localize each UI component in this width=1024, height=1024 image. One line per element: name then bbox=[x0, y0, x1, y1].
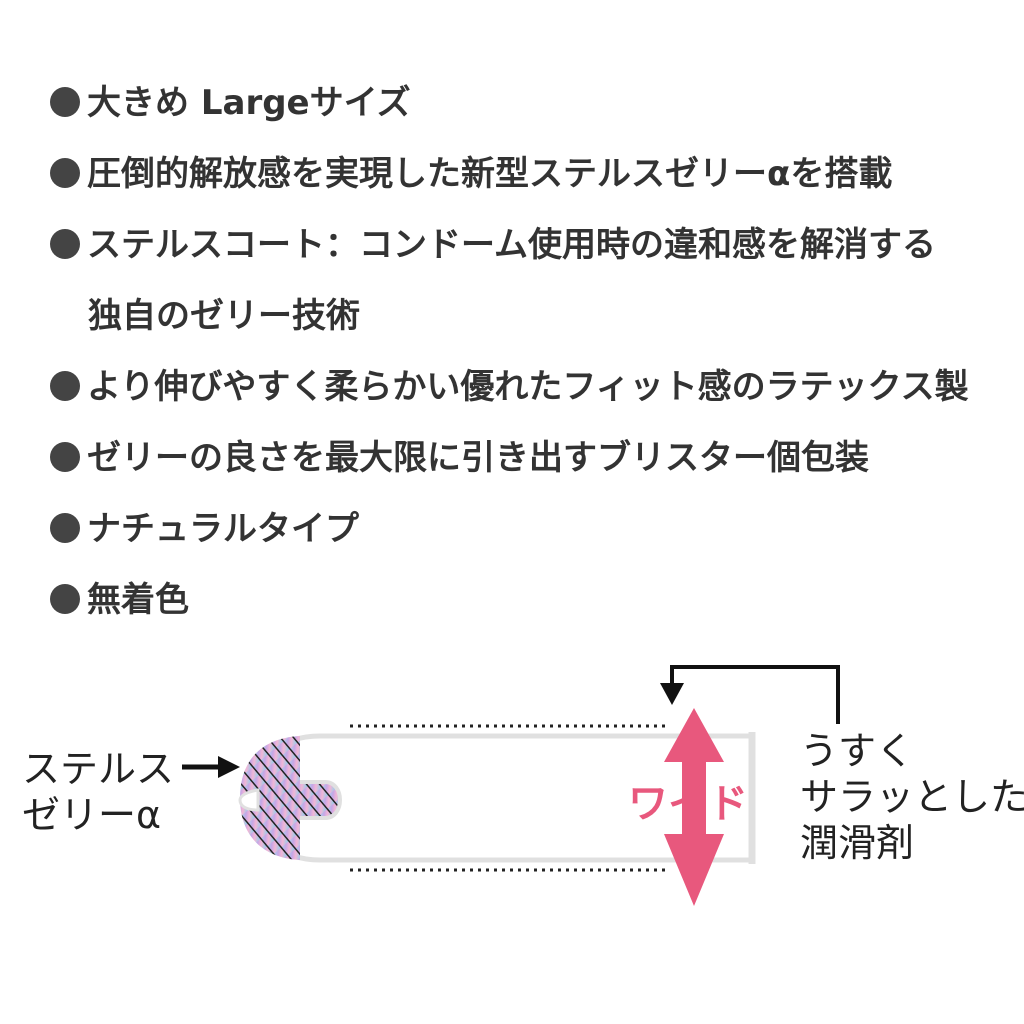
feature-text: ステルスコート：コンドーム使用時の違和感を解消する bbox=[87, 225, 936, 265]
feature-item: 無着色 bbox=[50, 573, 1010, 644]
feature-text: より伸びやすく柔らかい優れたフィット感のラテックス製 bbox=[87, 367, 969, 407]
feature-text: 独自のゼリー技術 bbox=[88, 296, 360, 336]
bullet-icon bbox=[50, 584, 80, 614]
lubricant-arrow-head bbox=[660, 683, 684, 705]
feature-text: 大きめ Largeサイズ bbox=[87, 83, 411, 123]
lubricant-label-line3: 潤滑剤 bbox=[800, 821, 915, 865]
wide-arrow bbox=[664, 708, 724, 906]
bullet-icon bbox=[50, 158, 80, 188]
bullet-icon bbox=[50, 371, 80, 401]
feature-item: ステルスコート：コンドーム使用時の違和感を解消する bbox=[50, 218, 1010, 289]
lubricant-label: うすく サラッとした 潤滑剤 bbox=[800, 728, 1024, 866]
feature-text: ゼリーの良さを最大限に引き出すブリスター個包装 bbox=[87, 438, 869, 478]
bullet-icon bbox=[50, 442, 80, 472]
stealth-arrow-head bbox=[218, 756, 240, 778]
lubricant-label-line1: うすく bbox=[800, 729, 915, 773]
lubricant-label-line2: サラッとした bbox=[800, 775, 1024, 819]
feature-list: 大きめ Largeサイズ 圧倒的解放感を実現した新型ステルスゼリーαを搭載 ステ… bbox=[50, 76, 1010, 644]
product-diagram bbox=[182, 665, 840, 906]
feature-text: 圧倒的解放感を実現した新型ステルスゼリーαを搭載 bbox=[87, 154, 893, 194]
bullet-icon bbox=[50, 229, 80, 259]
feature-item: ナチュラルタイプ bbox=[50, 502, 1010, 573]
lubricant-bracket bbox=[670, 665, 840, 724]
bullet-icon bbox=[50, 87, 80, 117]
feature-item: ゼリーの良さを最大限に引き出すブリスター個包装 bbox=[50, 431, 1010, 502]
feature-item-continuation: 独自のゼリー技術 bbox=[50, 289, 1010, 360]
stealth-jelly-label: ステルス ゼリーα bbox=[22, 746, 174, 838]
feature-item: 圧倒的解放感を実現した新型ステルスゼリーαを搭載 bbox=[50, 147, 1010, 218]
wide-label: ワイド bbox=[628, 781, 748, 827]
stealth-jelly-label-line1: ステルス bbox=[22, 747, 175, 791]
feature-text: 無着色 bbox=[87, 580, 189, 620]
bullet-icon bbox=[50, 513, 80, 543]
feature-item: 大きめ Largeサイズ bbox=[50, 76, 1010, 147]
stealth-jelly-label-line2: ゼリーα bbox=[22, 793, 162, 837]
feature-item: より伸びやすく柔らかい優れたフィット感のラテックス製 bbox=[50, 360, 1010, 431]
feature-text: ナチュラルタイプ bbox=[87, 509, 359, 549]
